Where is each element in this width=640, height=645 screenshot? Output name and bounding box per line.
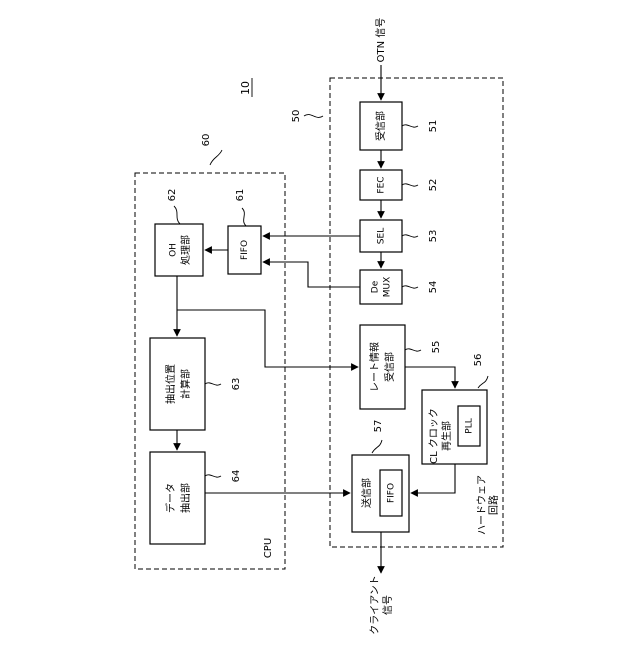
client-signal-label: クライアント 信号	[369, 575, 394, 635]
cpu-fifo-label: FIFO	[240, 240, 250, 260]
figure-ref: 10	[239, 78, 252, 97]
demux-label-line1: De	[371, 280, 381, 293]
client-signal-line2: 信号	[382, 595, 394, 615]
demux-label-line2: MUX	[383, 277, 393, 298]
clock-recovery-label-line2: 再生部	[440, 421, 453, 451]
oh-label-line1: OH	[169, 243, 179, 257]
oh-processing-block: OH 処理部	[155, 224, 203, 276]
pll-label: PLL	[465, 418, 475, 433]
data-extraction-label-line2: 抽出部	[179, 483, 192, 513]
rate-info-block: レート情報 受信部	[360, 325, 405, 409]
hardware-label-line2: 回路	[487, 495, 500, 515]
demux-to-fifo-arrow	[263, 262, 360, 287]
hardware-label-line1: ハードウェア	[476, 475, 488, 535]
cpu-fifo-block: FIFO	[228, 226, 261, 274]
receiver-label: 受信部	[374, 111, 387, 141]
sel-block: SEL	[360, 220, 402, 252]
tx-fifo-label: FIFO	[387, 483, 397, 503]
clock-recovery-label-line1: CL クロック	[428, 408, 440, 464]
transmitter-label: 送信部	[360, 478, 373, 508]
hardware-label: ハードウェア 回路	[476, 475, 500, 535]
client-signal-line1: クライアント	[369, 575, 381, 635]
data-extraction-label-line1: データ	[164, 483, 177, 513]
extract-position-label-line1: 抽出位置	[164, 364, 177, 404]
data-extraction-block: データ 抽出部	[150, 452, 205, 544]
clock-to-transmitter-arrow	[411, 464, 455, 493]
oh-label-line2: 処理部	[179, 235, 192, 265]
hardware-leader	[304, 115, 323, 118]
demux-block: De MUX	[360, 270, 402, 304]
sel-label: SEL	[377, 228, 387, 244]
oh-ref: 62	[167, 189, 178, 202]
clock-recovery-block: CL クロック 再生部 PLL	[422, 390, 487, 464]
fec-label: FEC	[377, 176, 387, 193]
hardware-ref: 50	[291, 110, 302, 123]
cpu-ref: 60	[201, 134, 212, 147]
cpu-leader	[210, 150, 222, 165]
cpu-fifo-ref: 61	[235, 189, 246, 202]
fec-block: FEC	[360, 170, 402, 200]
sel-ref: 53	[428, 230, 439, 243]
receiver-ref: 51	[428, 120, 439, 133]
data-extraction-ref: 64	[231, 470, 242, 483]
transmitter-ref: 57	[373, 420, 384, 433]
figure-ref-number: 10	[239, 81, 252, 95]
rate-info-ref: 55	[431, 341, 442, 354]
cpu-label: CPU	[263, 538, 274, 558]
rate-info-to-clock-arrow	[405, 367, 455, 388]
extract-position-label-line2: 計算部	[179, 369, 192, 399]
receiver-block: 受信部	[360, 102, 402, 150]
rate-info-label-line1: レート情報	[368, 342, 381, 392]
extract-position-ref: 63	[231, 378, 242, 391]
clock-recovery-ref: 56	[473, 354, 484, 367]
extract-position-block: 抽出位置 計算部	[150, 338, 205, 430]
rate-info-label-line2: 受信部	[383, 352, 396, 382]
transmitter-block: 送信部 FIFO	[352, 455, 409, 532]
fec-ref: 52	[428, 179, 439, 192]
otn-signal-label: OTN 信号	[375, 18, 387, 63]
demux-ref: 54	[428, 281, 439, 294]
